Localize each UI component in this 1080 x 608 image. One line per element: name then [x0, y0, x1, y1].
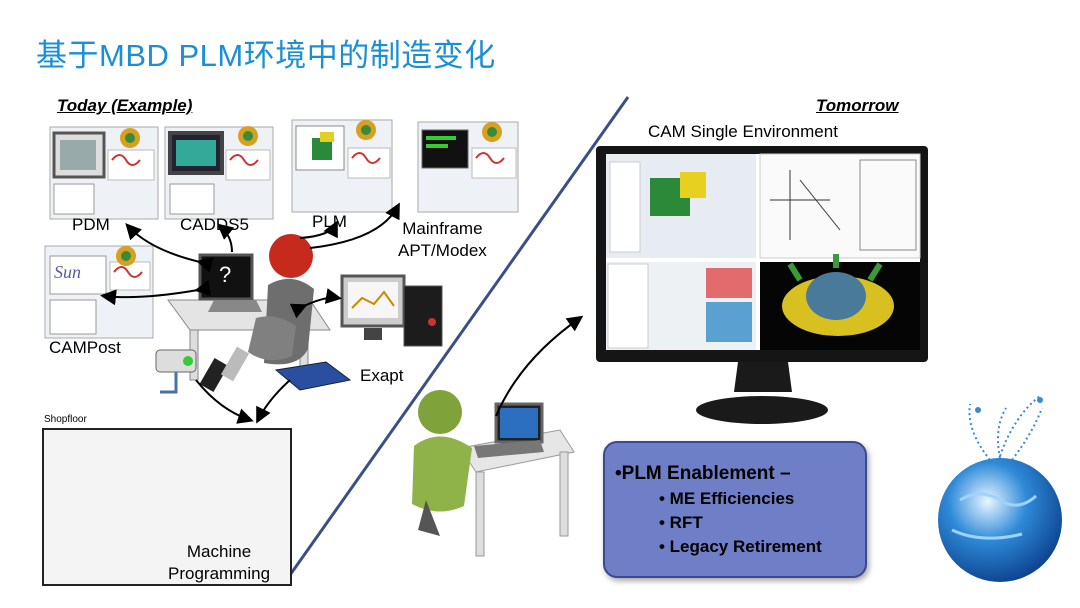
label-plm: PLM: [312, 212, 347, 231]
usb-devices: [155, 346, 352, 394]
globe-graphic: [938, 395, 1062, 582]
label-mainframe-apt-modex: Mainframe APT/Modex: [398, 219, 487, 260]
tomorrow-header: Tomorrow: [816, 96, 899, 115]
plm-enablement-box: •PLM Enablement – • ME Efficiencies • RF…: [603, 441, 867, 578]
cam-single-environment-label: CAM Single Environment: [648, 122, 838, 141]
mainframe-screens-cluster: [417, 121, 519, 213]
bullet-me-efficiencies: • ME Efficiencies: [659, 489, 795, 508]
divider-line: [288, 96, 630, 576]
campost-screens-cluster: [44, 245, 154, 339]
green-user-desk: [412, 390, 575, 557]
cam-monitor: [596, 146, 928, 424]
label-campost: CAMPost: [49, 338, 121, 357]
pdm-screens-cluster: [49, 126, 159, 220]
today-header: Today (Example): [57, 96, 193, 115]
plm-enablement-heading: •PLM Enablement –: [615, 463, 791, 484]
shopfloor-label: Shopfloor: [44, 414, 87, 425]
cadds5-screens-cluster: [164, 126, 274, 220]
machine-programming-label: Machine Programming: [168, 542, 271, 583]
question-mark-icon: ?: [219, 262, 232, 287]
desktop-pc: [340, 274, 443, 347]
shopfloor-box: [42, 428, 292, 586]
user-figure-red: [248, 234, 314, 365]
sun-logo: Sun: [54, 262, 81, 282]
label-cadds5: CADDS5: [180, 215, 249, 234]
plm-screens-cluster: [291, 119, 393, 213]
bullet-legacy-retirement: • Legacy Retirement: [659, 537, 822, 556]
page-title: 基于MBD PLM环境中的制造变化: [36, 38, 496, 73]
bullet-rft: • RFT: [659, 513, 703, 532]
label-pdm: PDM: [72, 215, 110, 234]
label-exapt: Exapt: [360, 366, 404, 385]
